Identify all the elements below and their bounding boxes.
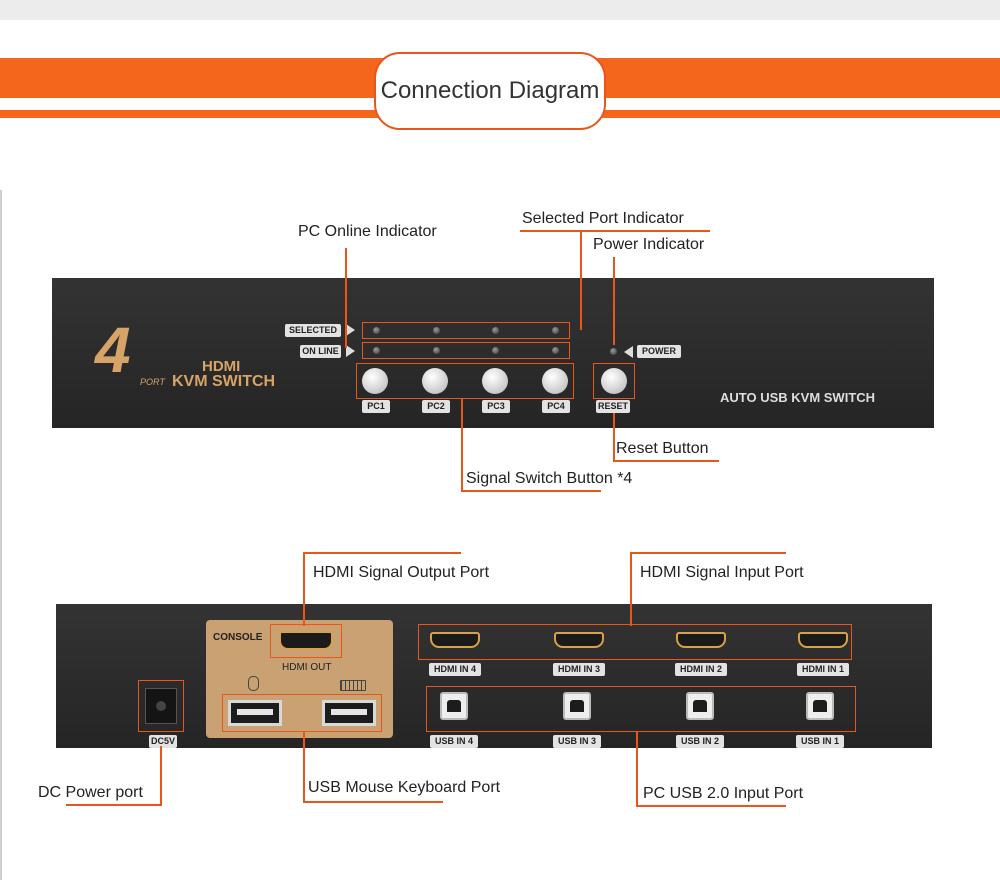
power-indicator-leader [613, 257, 615, 345]
usb-in-3-label: USB IN 3 [553, 735, 601, 748]
hdmi-in-1-port [798, 632, 848, 648]
online-led-4 [552, 347, 559, 354]
hdmi-out-highlight [270, 624, 342, 658]
online-led-1 [373, 347, 380, 354]
usb-in-2-label: USB IN 2 [676, 735, 724, 748]
hdmi-output-annotation: HDMI Signal Output Port [313, 564, 490, 581]
online-led-2 [433, 347, 440, 354]
hdmi-input-annotation: HDMI Signal Input Port [640, 564, 804, 581]
pc-online-annotation: PC Online Indicator [298, 223, 437, 240]
power-indicator-annotation: Power Indicator [593, 236, 705, 253]
hdmi-in-3-port [554, 632, 604, 648]
selected-port-leader [580, 230, 582, 330]
hdmi-out-port [279, 631, 333, 650]
pc4-label: PC4 [542, 400, 570, 413]
selected-arrow-icon [346, 324, 355, 336]
reset-underline [613, 460, 719, 462]
hdmi-in-1-label: HDMI IN 1 [797, 663, 849, 676]
hdmi-in-highlight [418, 624, 852, 660]
pc2-label: PC2 [422, 400, 450, 413]
top-strip [0, 0, 1000, 20]
online-led-highlight [362, 342, 570, 359]
power-arrow-icon [624, 346, 633, 358]
pc-usb-annotation: PC USB 2.0 Input Port [643, 785, 804, 802]
pc-usb-leader [636, 732, 638, 806]
usb-mouse-kb-highlight [222, 694, 382, 732]
hdmi-in-2-label: HDMI IN 2 [675, 663, 727, 676]
signal-switch-underline [461, 490, 601, 492]
hdmi-input-underline [630, 552, 786, 554]
selected-led-3 [492, 327, 499, 334]
hdmi-output-underline [303, 552, 461, 554]
back-panel [56, 604, 932, 748]
keyboard-icon [340, 680, 366, 691]
usb-in-1-port [806, 692, 834, 720]
usb-in-2-port [686, 692, 714, 720]
selected-led-2 [433, 327, 440, 334]
dc-power-underline [66, 804, 162, 806]
brand-port: PORT [140, 377, 165, 387]
reset-leader [613, 413, 615, 461]
pc3-button[interactable] [482, 368, 508, 394]
hdmi-in-3-label: HDMI IN 3 [553, 663, 605, 676]
usb-keyboard-port [322, 700, 376, 726]
pc-usb-underline [636, 805, 786, 807]
usb-in-3-port [563, 692, 591, 720]
selected-led-highlight [362, 322, 570, 339]
selected-port-underline [520, 230, 710, 232]
hdmi-output-leader [303, 552, 305, 626]
usb-mouse-port [228, 700, 282, 726]
selected-label: SELECTED [285, 324, 341, 337]
dc-label: DC5V [149, 735, 177, 748]
signal-switch-annotation: Signal Switch Button *4 [466, 470, 633, 487]
online-label: ON LINE [300, 345, 341, 358]
pc1-label: PC1 [362, 400, 390, 413]
dc-highlight [138, 680, 184, 732]
usb-mouse-kb-leader [303, 732, 305, 802]
online-led-3 [492, 347, 499, 354]
hdmi-in-4-label: HDMI IN 4 [429, 663, 481, 676]
power-label: POWER [637, 345, 681, 358]
usb-in-highlight [426, 686, 856, 732]
pc3-label: PC3 [482, 400, 510, 413]
signal-switch-leader [461, 399, 463, 491]
brand-kvm: KVM SWITCH [172, 373, 276, 390]
hdmi-out-label: HDMI OUT [282, 662, 332, 673]
selected-led-4 [552, 327, 559, 334]
hdmi-in-2-port [676, 632, 726, 648]
hdmi-in-4-port [430, 632, 480, 648]
dc-jack-pin-icon [156, 701, 166, 711]
switch-buttons-highlight [356, 363, 574, 399]
pc2-button[interactable] [422, 368, 448, 394]
reset-highlight [593, 363, 635, 399]
console-label: CONSOLE [213, 632, 263, 643]
mouse-icon [248, 676, 259, 691]
reset-button[interactable] [601, 368, 627, 394]
power-led [610, 348, 617, 355]
usb-in-4-port [440, 692, 468, 720]
online-arrow-icon [346, 345, 355, 357]
hdmi-input-leader [630, 552, 632, 626]
pc1-button[interactable] [362, 368, 388, 394]
brand-hdmi: HDMI [202, 358, 241, 375]
brand-number: 4 [95, 314, 131, 386]
page-title: Connection Diagram [374, 52, 606, 130]
usb-in-4-label: USB IN 4 [430, 735, 478, 748]
selected-led-1 [373, 327, 380, 334]
selected-port-annotation: Selected Port Indicator [522, 210, 684, 227]
pc4-button[interactable] [542, 368, 568, 394]
usb-in-1-label: USB IN 1 [796, 735, 844, 748]
dc-power-leader [160, 746, 162, 804]
reset-label: RESET [596, 400, 630, 413]
pc-online-leader [345, 248, 347, 348]
dc-power-annotation: DC Power port [38, 784, 143, 801]
left-divider [0, 190, 2, 880]
usb-mouse-kb-annotation: USB Mouse Keyboard Port [308, 779, 501, 796]
auto-usb-label: AUTO USB KVM SWITCH [720, 390, 876, 405]
reset-annotation: Reset Button [616, 440, 709, 457]
usb-mouse-kb-underline [303, 801, 443, 803]
